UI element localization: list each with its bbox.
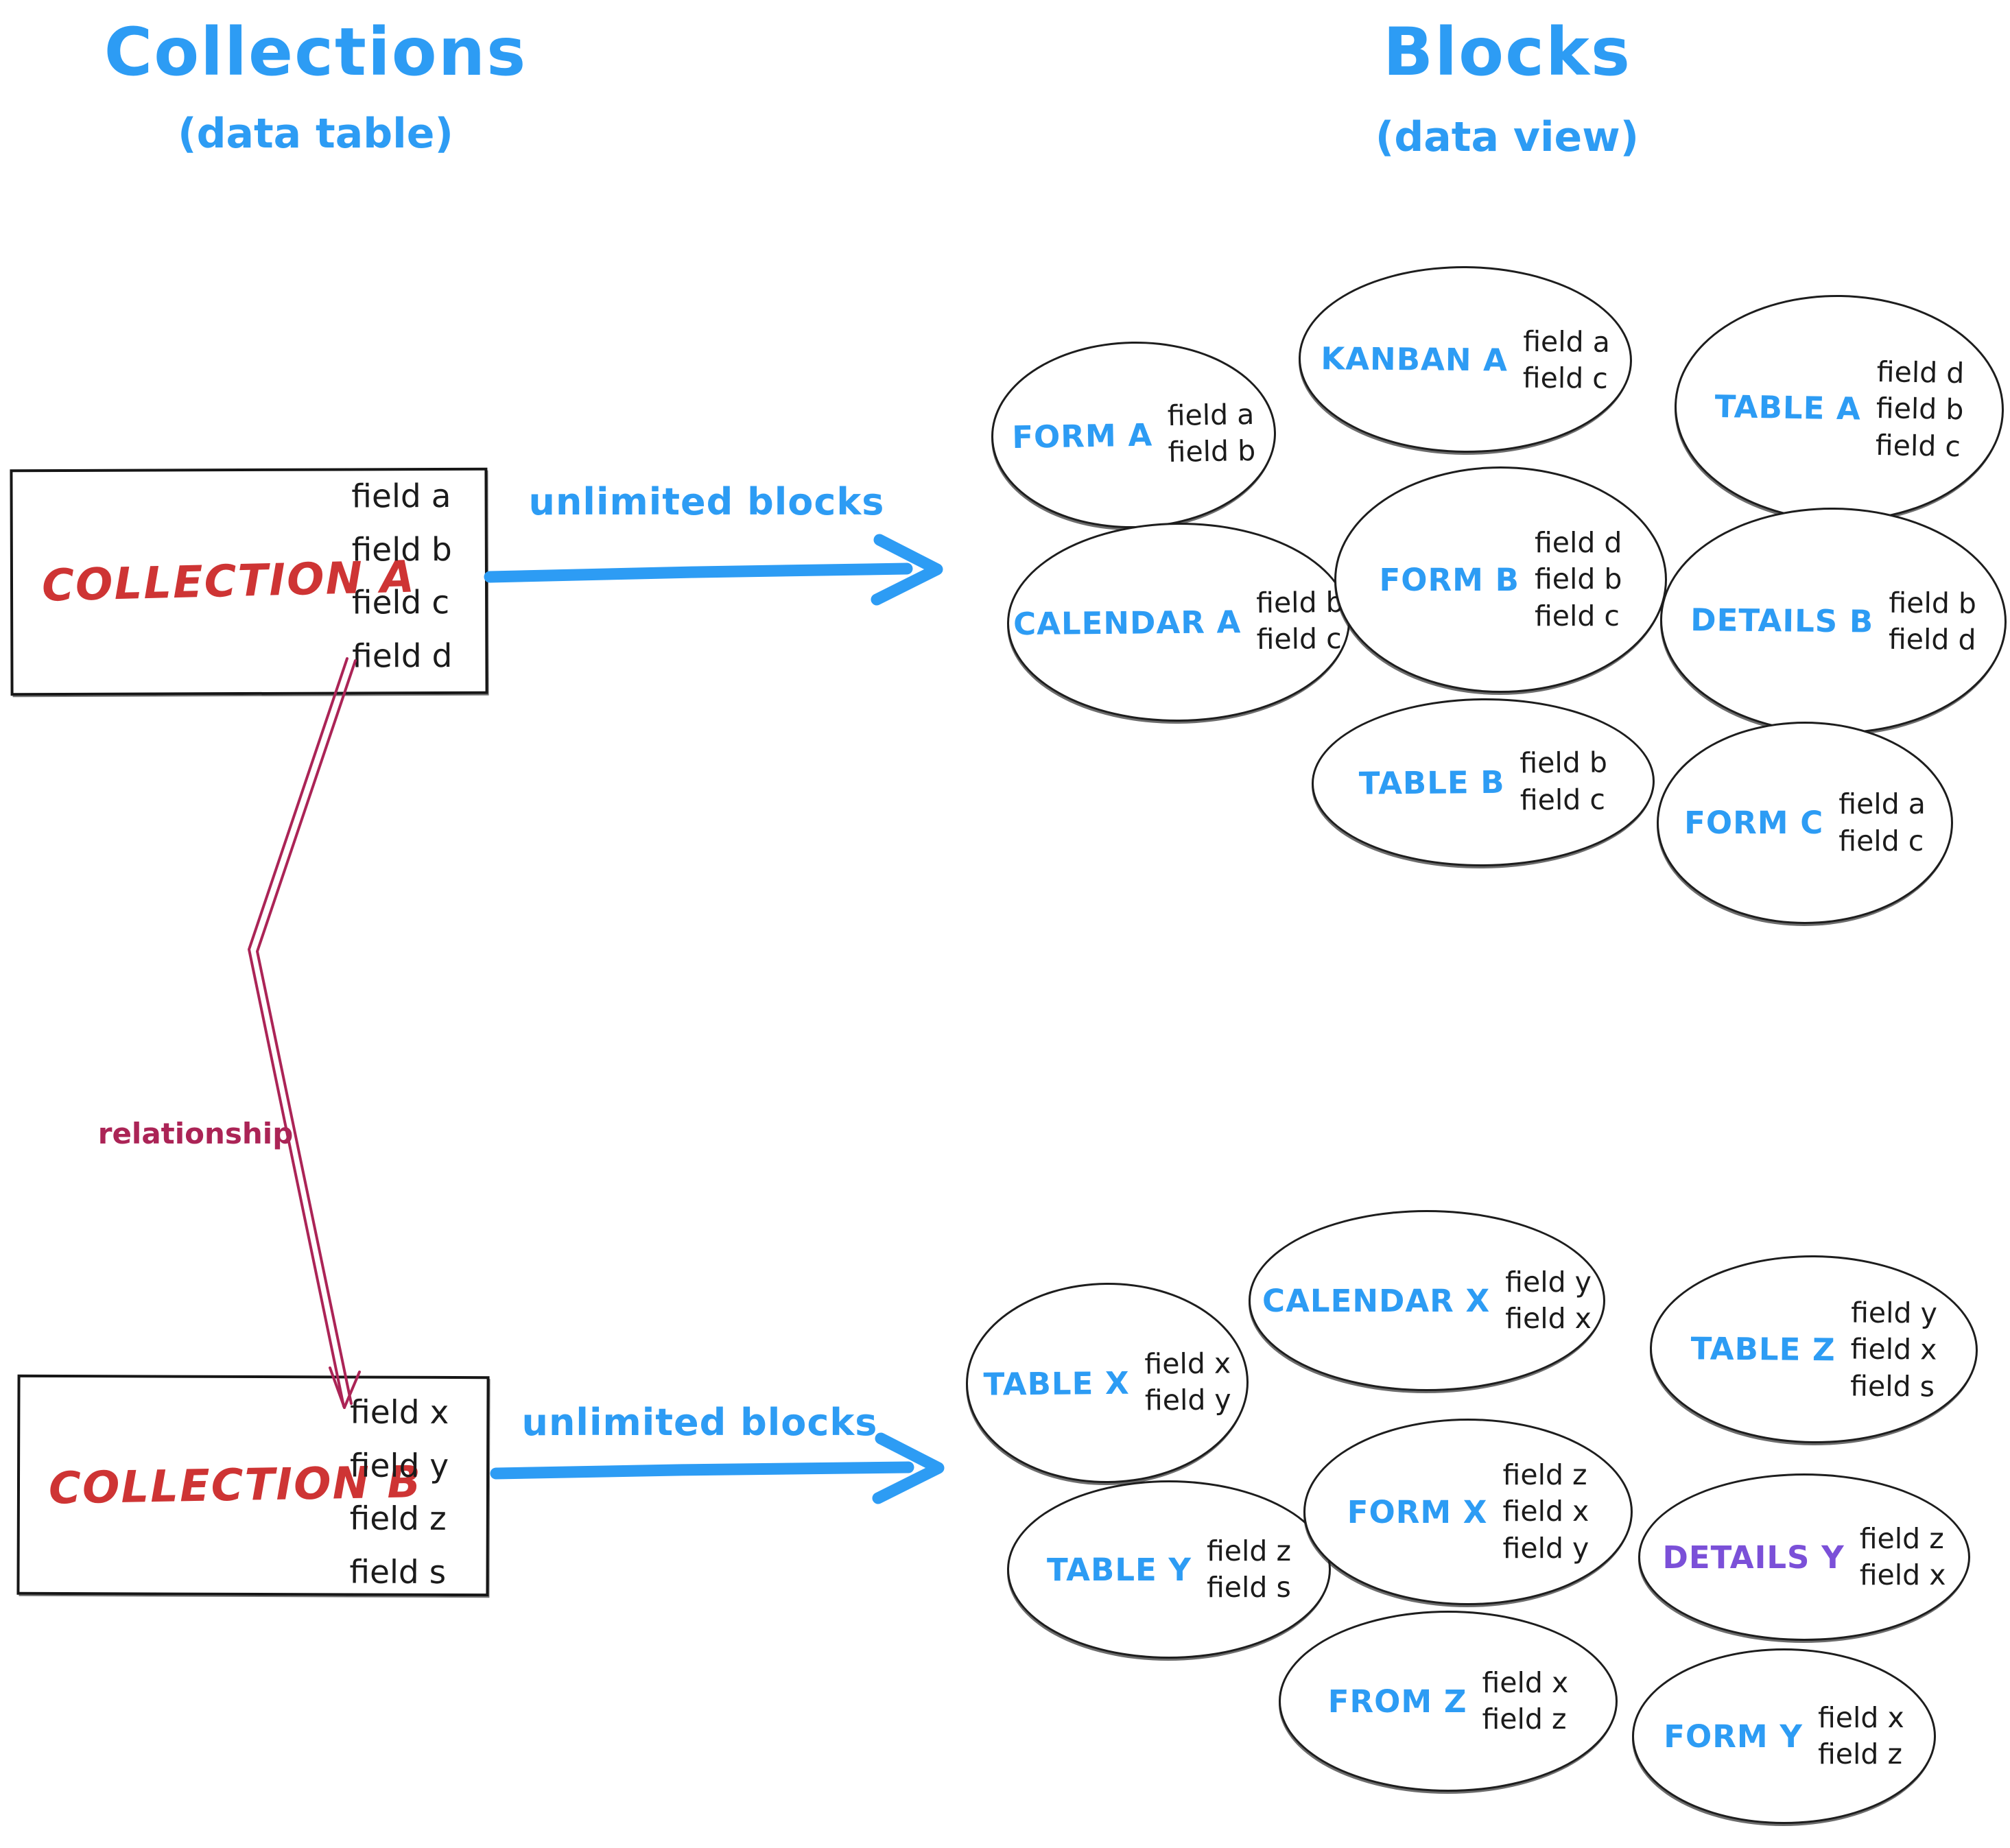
block-field: field x (1144, 1347, 1231, 1381)
block-field: field y (1502, 1531, 1589, 1565)
block-label: TABLE Z (1690, 1329, 1836, 1368)
block-field: field c (1838, 824, 1924, 857)
block-field: field x (1850, 1332, 1937, 1367)
block-form-y: FORM Y field x field z (1632, 1648, 1936, 1824)
blocks-title: Blocks (1383, 14, 1631, 91)
block-label: TABLE X (983, 1364, 1130, 1403)
block-table-y: TABLE Y field z field s (1007, 1480, 1331, 1659)
block-field: field x (1817, 1701, 1904, 1734)
block-field: field x (1482, 1666, 1569, 1699)
block-label: TABLE Y (1046, 1551, 1192, 1588)
block-field: field y (1144, 1383, 1231, 1417)
block-field: field s (1206, 1571, 1291, 1604)
block-field: field b (1534, 562, 1622, 596)
block-label: CALENDAR X (1262, 1282, 1491, 1319)
block-field: field d (1534, 526, 1622, 560)
block-field: field c (1534, 599, 1620, 632)
block-field: field z (1482, 1703, 1567, 1736)
block-fields: field z field x (1860, 1524, 1946, 1590)
block-field: field a (1838, 787, 1926, 821)
collections-subtitle: (data table) (178, 110, 453, 158)
block-fields: field x field z (1818, 1703, 1904, 1769)
unlimited-blocks-label-b: unlimited blocks (521, 1401, 878, 1444)
block-label: FORM Y (1664, 1718, 1803, 1755)
block-field: field x (1505, 1302, 1592, 1335)
block-field: field z (1859, 1521, 1944, 1555)
block-label: FORM C (1684, 805, 1824, 841)
block-from-z: FROM Z field x field z (1279, 1611, 1618, 1792)
block-fields: field x field z (1482, 1668, 1568, 1734)
block-field: field z (1502, 1458, 1587, 1492)
block-details-y: DETAILS Y field z field x (1638, 1473, 1970, 1641)
block-label: FROM Z (1327, 1683, 1467, 1720)
block-field: field y (1505, 1265, 1592, 1299)
block-label: DETAILS Y (1662, 1539, 1845, 1576)
block-field: field s (1849, 1369, 1935, 1403)
block-field: field x (1859, 1559, 1946, 1591)
block-label: FORM X (1347, 1493, 1488, 1530)
block-field: field z (1206, 1534, 1292, 1567)
block-field: field x (1502, 1495, 1589, 1528)
collections-title: Collections (104, 14, 528, 91)
block-field: field y (1850, 1296, 1938, 1330)
unlimited-blocks-label-a: unlimited blocks (528, 480, 885, 523)
block-label: FORM B (1379, 561, 1520, 598)
block-field: field z (1817, 1738, 1902, 1770)
blocks-subtitle: (data view) (1375, 113, 1640, 161)
block-fields: field z field s (1206, 1534, 1292, 1604)
